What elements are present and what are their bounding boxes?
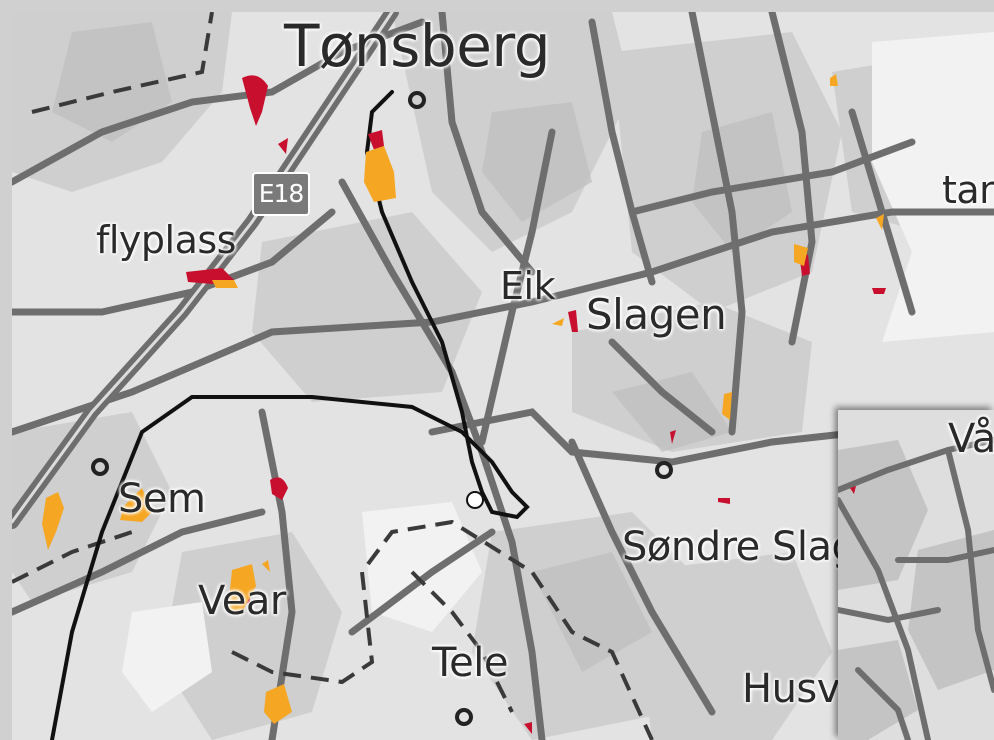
place-label-husv: Husv — [742, 666, 840, 712]
inset-map[interactable]: Vål — [838, 410, 994, 740]
flight-track — [50, 90, 530, 740]
place-label-flyplass: flyplass — [96, 218, 236, 262]
map-base — [12, 12, 994, 740]
map-canvas[interactable]: Tønsberg flyplass Eik Slagen Sem Vear Sø… — [12, 12, 994, 740]
place-label-vaal: Vål — [948, 416, 994, 462]
place-label-slagen: Slagen — [586, 290, 727, 339]
road-shield-e18: E18 — [252, 172, 310, 216]
municipal-boundary — [12, 12, 654, 740]
place-label-vear: Vear — [198, 578, 286, 624]
place-label-tan: tan — [942, 168, 994, 212]
inset-map-base — [838, 410, 994, 740]
place-label-sem: Sem — [118, 476, 206, 522]
place-label-eik: Eik — [500, 264, 556, 308]
place-label-tele: Tele — [432, 640, 508, 686]
place-label-tonsberg: Tønsberg — [284, 12, 551, 80]
place-label-sondre-slagen: Søndre Slag — [622, 524, 857, 570]
hotspots-orange — [42, 74, 884, 724]
